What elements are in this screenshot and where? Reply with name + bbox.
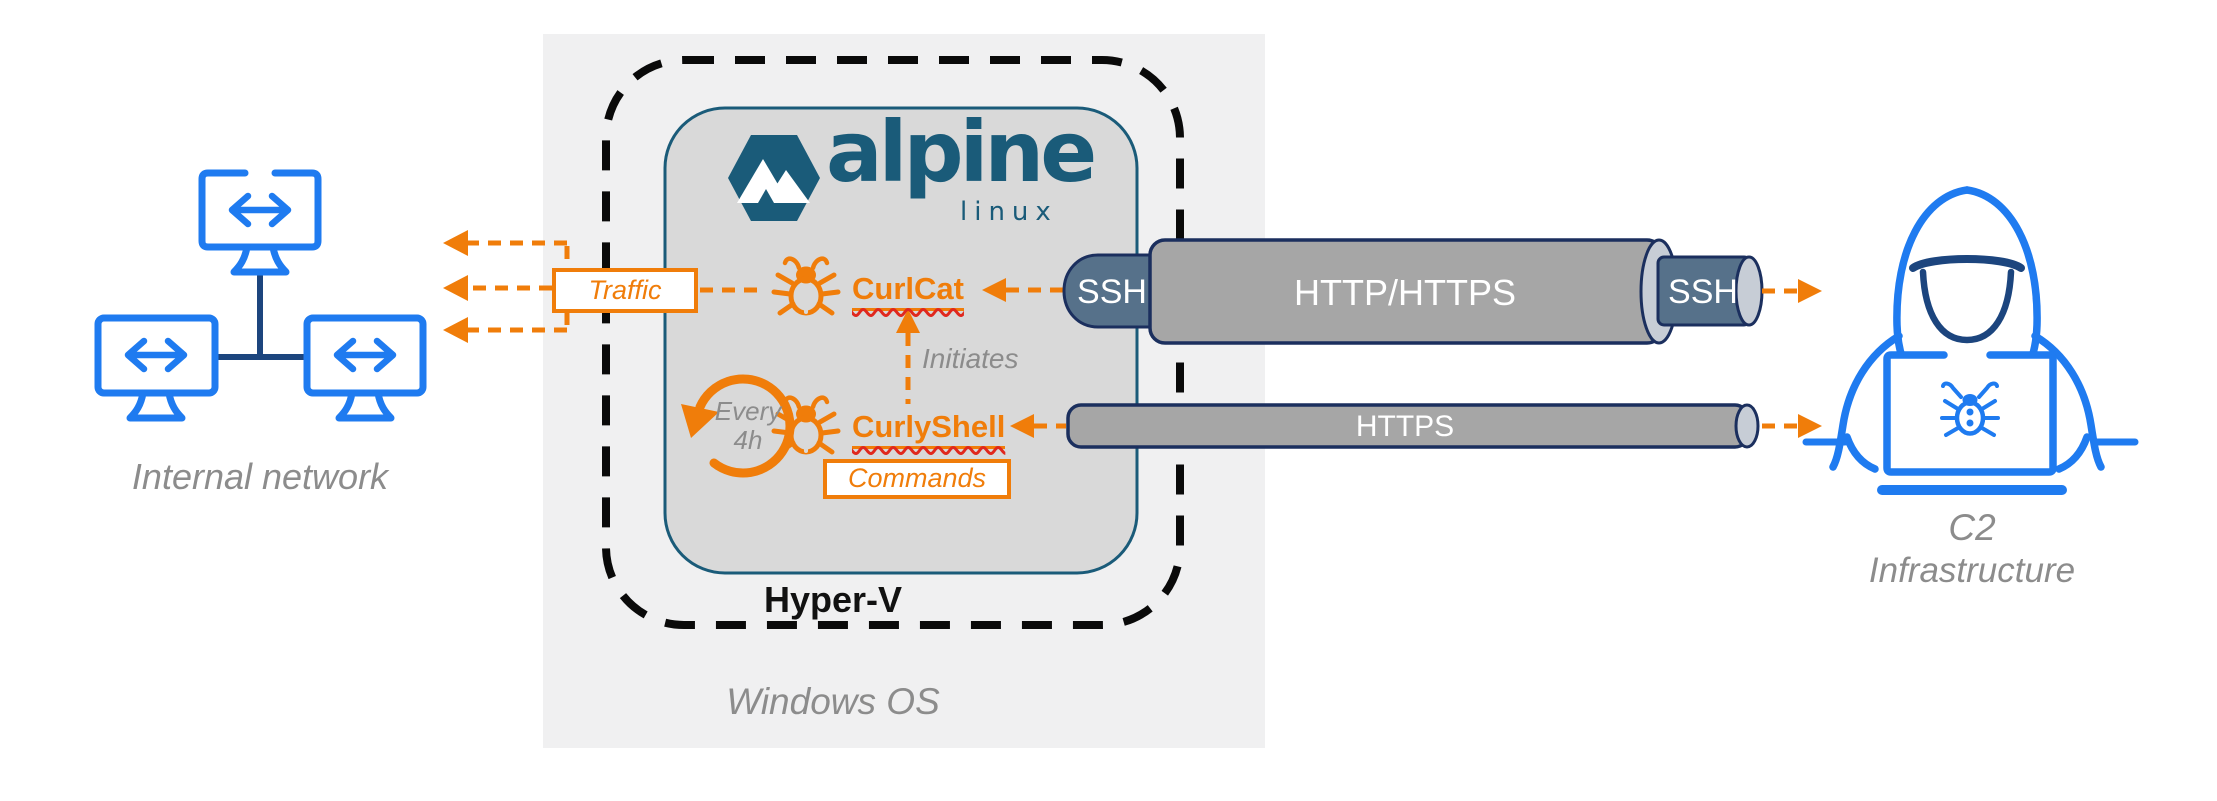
windows-os-label: Windows OS	[726, 681, 940, 722]
c2-label-line2: Infrastructure	[1868, 551, 2076, 590]
ssh-right-label: SSH	[1668, 273, 1738, 311]
alpine-wordmark: alpine	[826, 103, 1097, 201]
face-outline	[1919, 268, 2015, 344]
every-4h-refresh-icon	[681, 374, 795, 478]
alpine-logo-icon	[728, 135, 820, 221]
internal-network-icon	[94, 169, 427, 422]
ssh-tunnel	[1062, 238, 1822, 345]
arrowhead-left-top	[443, 230, 468, 256]
hyperv-dashed-border	[602, 56, 1184, 629]
arrowhead-left-bottom	[443, 317, 468, 343]
laptop-outline	[1883, 351, 2057, 476]
http-https-label: HTTP/HTTPS	[1294, 272, 1516, 313]
arrowhead-to-c2-top	[1798, 279, 1822, 303]
commands-label-box: Commands	[823, 459, 1011, 499]
traffic-label-box: Traffic	[552, 268, 698, 313]
every-line2: 4h	[733, 425, 763, 455]
workstation-icon-left	[94, 314, 219, 422]
curlcat-text: CurlCat	[852, 271, 964, 311]
traffic-arrows	[443, 230, 758, 343]
curlyshell-label: CurlyShell	[852, 409, 1006, 449]
https-to-curlyshell-arrow	[1010, 414, 1066, 438]
workstation-icon-right	[303, 314, 427, 422]
ssh-cylinder-left	[1062, 253, 1157, 329]
initiates-label: Initiates	[922, 343, 1019, 374]
c2-label-line1: C2	[1948, 507, 1996, 548]
hood-brim	[1909, 255, 2025, 272]
workstation-icon-top	[198, 169, 322, 276]
internal-network-label: Internal network	[131, 456, 389, 497]
curlcat-label: CurlCat	[852, 271, 964, 311]
arrowhead-left-middle	[443, 275, 468, 301]
bug-icon-laptop	[1940, 381, 2000, 437]
curlyshell-text: CurlyShell	[852, 409, 1006, 449]
every-4h-label: Every 4h	[700, 397, 796, 455]
ssh-to-curlcat-arrow	[982, 278, 1063, 302]
https-label: HTTPS	[1355, 410, 1455, 443]
hyperv-label: Hyper-V	[763, 579, 903, 620]
every-line1: Every	[714, 396, 782, 426]
network-connector-lines	[212, 273, 310, 360]
https-tunnel	[1066, 403, 1822, 449]
https-end-cap	[1734, 403, 1760, 449]
alpine-linux-sub: linux	[960, 197, 1058, 227]
arrowhead-to-c2-bottom	[1798, 414, 1822, 438]
hacker-icon	[1802, 186, 2139, 495]
initiates-arrow	[896, 309, 920, 404]
ssh-left-label: SSH	[1077, 273, 1147, 311]
